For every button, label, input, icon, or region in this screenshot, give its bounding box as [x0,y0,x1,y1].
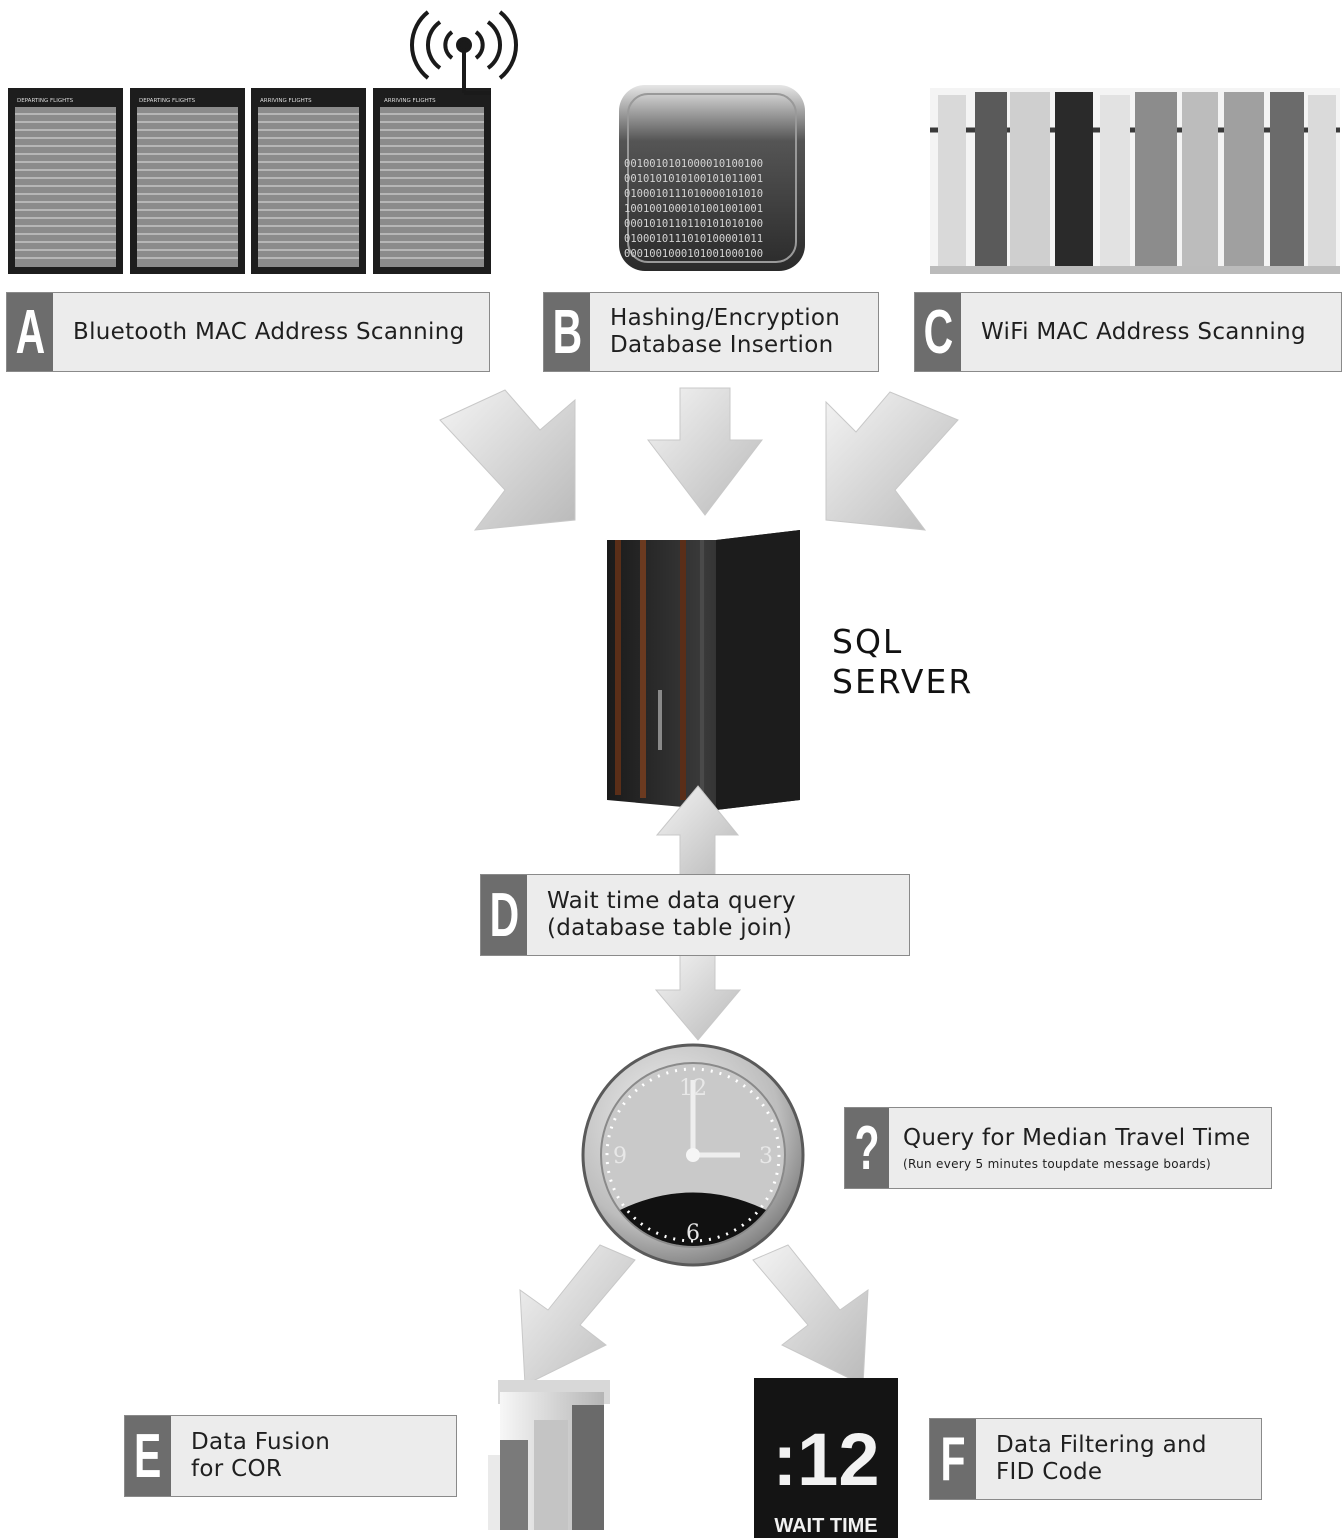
step-e-line1: Data Fusion [191,1429,331,1455]
step-b-tag: B [544,293,590,371]
step-e-tag: E [125,1416,171,1496]
step-d-line1: Wait time data query [547,888,796,914]
wait-time-value: :12 [773,1418,880,1501]
step-f-line1: Data Filtering and [996,1432,1207,1458]
sql-server-line2: SERVER [832,662,974,701]
step-e-box: E Data Fusion for COR [124,1415,457,1497]
binary-row: 0001010110110101010100 [624,218,763,230]
board-header: ARRIVING FLIGHTS [260,98,312,104]
binary-chip-icon: 0010010101000010100100 00101010101001010… [619,85,805,271]
binary-row: 0001001000101001000100 [624,248,763,260]
step-d-text: Wait time data query (database table joi… [527,888,796,942]
data-columns-icon [488,1380,610,1530]
arrow-a-to-server-icon [439,389,576,531]
step-d-tag: D [481,875,527,955]
step-c-title: WiFi MAC Address Scanning [981,318,1306,345]
step-d-line2: (database table join) [547,915,793,941]
step-f-text: Data Filtering and FID Code [976,1432,1207,1486]
step-a-tag: A [7,293,53,371]
antenna-icon [410,10,518,95]
step-query-title: Query for Median Travel Time [903,1124,1251,1151]
binary-row: 0100010111010000101010 [624,188,763,200]
step-b-text: Hashing/Encryption Database Insertion [590,305,840,359]
board-header: ARRIVING FLIGHTS [384,98,436,104]
clock-number: 9 [613,1144,627,1169]
sql-server-line1: SQL [832,622,904,661]
step-e-line2: for COR [191,1456,283,1482]
step-b-line2: Database Insertion [610,332,834,358]
binary-row: 0010010101000010100100 [624,158,763,170]
step-a-box: A Bluetooth MAC Address Scanning [6,292,490,372]
clock-number: 12 [679,1076,707,1101]
sql-server-label: SQL SERVER [832,622,973,702]
step-f-tag: F [930,1419,976,1499]
step-query-text: Query for Median Travel Time (Run every … [889,1125,1250,1172]
arrow-c-to-server-icon [825,391,959,531]
arrow-d-to-clock-icon [654,954,742,1041]
binary-row: 0010101010100101011001 [624,173,763,185]
arrow-clock-to-e-icon [519,1244,636,1386]
step-query-tag: ? [845,1108,889,1188]
step-c-box: C WiFi MAC Address Scanning [914,292,1342,372]
queue-people-image [930,88,1340,274]
step-query-note: (Run every 5 minutes toupdate message bo… [903,1156,1212,1171]
flight-boards-image: DEPARTING FLIGHTS DEPARTING FLIGHTS ARRI… [8,88,491,274]
step-c-text: WiFi MAC Address Scanning [961,319,1306,346]
step-a-text: Bluetooth MAC Address Scanning [53,319,464,346]
server-tower-icon [607,530,800,810]
step-c-tag: C [915,293,961,371]
step-e-text: Data Fusion for COR [171,1429,330,1483]
arrow-b-to-server-icon [646,387,764,516]
arrow-clock-to-f-icon [752,1244,869,1386]
clock-number: 6 [686,1221,700,1246]
wait-time-sign: :12 WAIT TIME [754,1378,898,1538]
binary-row: 0100010111010100001011 [624,233,763,245]
step-query-box: ? Query for Median Travel Time (Run ever… [844,1107,1272,1189]
board-header: DEPARTING FLIGHTS [139,98,196,104]
step-f-line2: FID Code [996,1459,1103,1485]
step-b-box: B Hashing/Encryption Database Insertion [543,292,879,372]
step-f-box: F Data Filtering and FID Code [929,1418,1262,1500]
binary-row: 1001001000101001001001 [624,203,763,215]
wait-time-label: WAIT TIME [774,1515,877,1537]
step-b-line1: Hashing/Encryption [610,305,841,331]
step-a-title: Bluetooth MAC Address Scanning [73,318,465,345]
clock-icon: 12 3 6 9 [581,1043,805,1267]
clock-number: 3 [759,1144,773,1169]
step-d-box: D Wait time data query (database table j… [480,874,910,956]
board-header: DEPARTING FLIGHTS [17,98,74,104]
